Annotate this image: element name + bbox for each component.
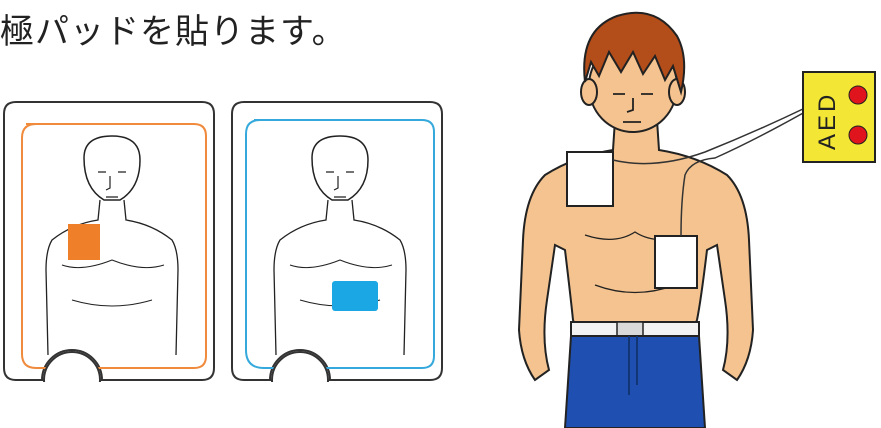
pad-orange [68, 224, 100, 260]
pad-card-orange-illustration [2, 100, 218, 382]
jeans [565, 336, 705, 428]
instruction-caption: 極パッドを貼ります。 [0, 4, 347, 53]
aed-label: AED [814, 92, 841, 150]
aed-light-bottom [849, 126, 867, 144]
aed-light-top [849, 86, 867, 104]
patient-illustration: AED [505, 0, 881, 428]
pad-card-blue-illustration [230, 100, 446, 382]
pad-card-blue [230, 100, 446, 382]
patient-figure: AED [505, 0, 881, 428]
pad-card-orange [2, 100, 218, 382]
pad-blue [332, 281, 378, 311]
